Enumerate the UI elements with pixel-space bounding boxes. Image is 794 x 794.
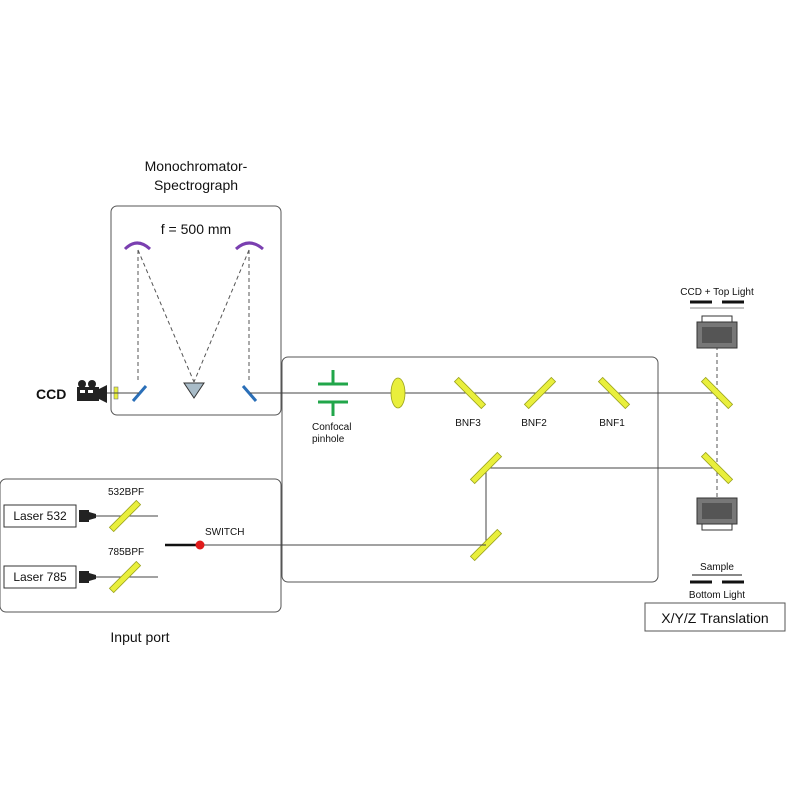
bnf2-label: BNF2 xyxy=(521,418,547,429)
optics-box xyxy=(281,356,659,583)
lens-icon xyxy=(390,377,406,409)
bottom-light-label: Bottom Light xyxy=(689,590,745,601)
translation-stage-box xyxy=(644,602,786,632)
monochromator-box xyxy=(110,205,282,416)
switch-label: SWITCH xyxy=(205,527,244,538)
top-dichroic-mirror xyxy=(700,376,734,410)
bnf1-label: BNF1 xyxy=(599,418,625,429)
laser-532-emitter-icon xyxy=(79,510,96,522)
mono-entrance-mirror xyxy=(131,385,148,402)
top-light-label: CCD + Top Light xyxy=(680,287,754,298)
bpf-532-filter xyxy=(108,499,142,533)
camera-icon xyxy=(77,380,107,403)
monochromator-title-line2: Spectrograph xyxy=(154,177,238,193)
bnf3-label: BNF3 xyxy=(455,418,481,429)
bottom-dichroic-mirror xyxy=(700,451,734,485)
laser-532-box xyxy=(3,504,77,528)
laser-532-label: Laser 532 xyxy=(13,509,67,523)
upper-objective-icon xyxy=(696,315,738,349)
sample-label: Sample xyxy=(700,562,734,573)
laser-785-label: Laser 785 xyxy=(13,570,67,584)
mono-path-right-diagonal xyxy=(193,249,250,383)
mono-exit-mirror xyxy=(241,385,258,402)
bnf3-filter xyxy=(453,376,487,410)
bpf-532-label: 532BPF xyxy=(108,487,144,498)
switch-dot xyxy=(195,540,205,550)
right-grating-icon xyxy=(234,241,264,251)
confocal-pinhole-icon xyxy=(318,370,348,416)
laser-785-emitter-icon xyxy=(79,571,96,583)
translation-stage-label: X/Y/Z Translation xyxy=(661,610,768,626)
bnf1-filter xyxy=(597,376,631,410)
bnf2-filter xyxy=(523,376,557,410)
lower-objective-icon xyxy=(696,497,738,531)
bpf-785-label: 785BPF xyxy=(108,547,144,558)
laser-785-box xyxy=(3,565,77,589)
monochromator-title-line1: Monochromator- xyxy=(145,158,248,174)
confocal-label-line2: pinhole xyxy=(312,434,345,445)
prism-icon xyxy=(183,382,205,399)
input-port-label: Input port xyxy=(110,629,169,645)
focal-length-label: f = 500 mm xyxy=(161,221,231,237)
bpf-785-filter xyxy=(108,560,142,594)
routing-mirror-upper xyxy=(469,451,503,485)
confocal-label-line1: Confocal xyxy=(312,422,351,433)
ccd-label: CCD xyxy=(36,386,66,402)
mono-path-left-diagonal xyxy=(137,249,195,383)
left-grating-icon xyxy=(123,241,152,251)
